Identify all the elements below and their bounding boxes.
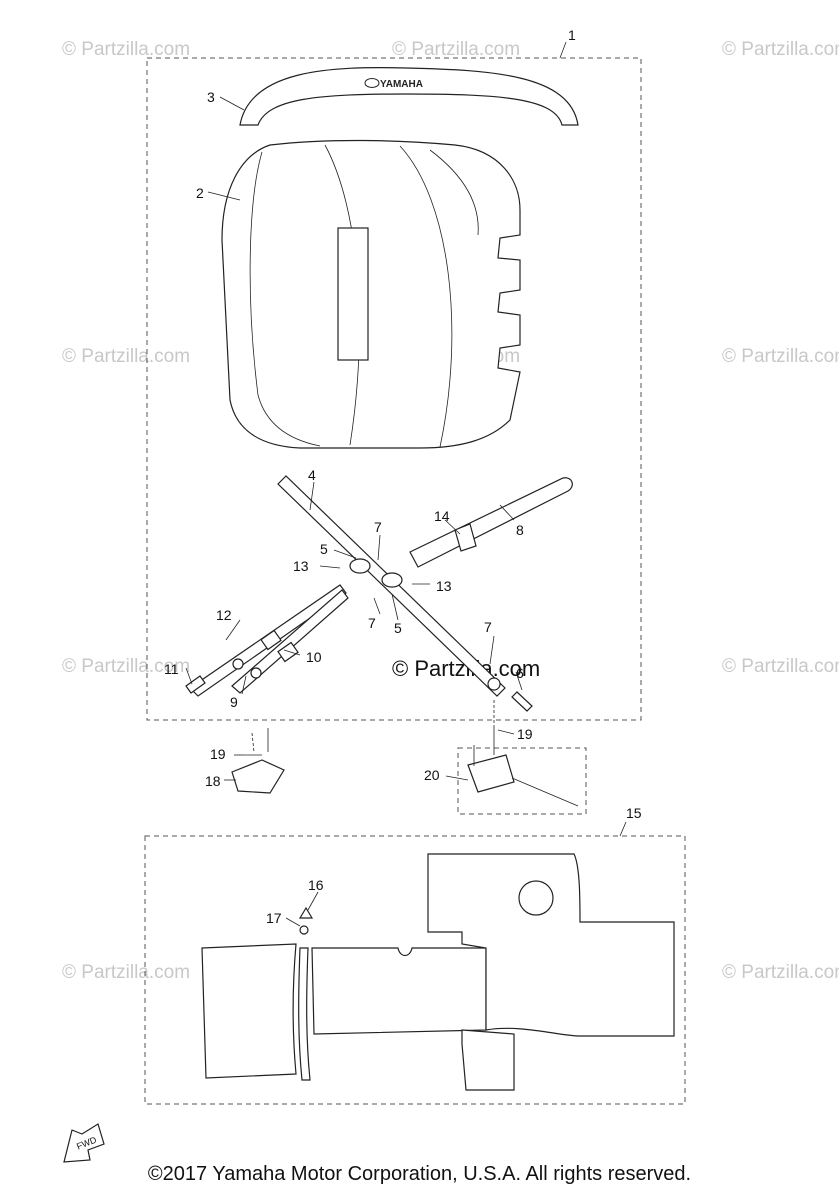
callout-11: 11 <box>164 661 179 677</box>
watermark-text: © Partzilla.com <box>722 656 839 677</box>
callout-5a: 5 <box>320 541 328 557</box>
watermark-text: © Partzilla.com <box>62 346 190 367</box>
callout-7c: 7 <box>484 619 492 635</box>
callout-3: 3 <box>207 89 215 105</box>
watermark-text: © Partzilla.com <box>722 962 839 983</box>
callout-12: 12 <box>216 607 232 623</box>
callout-7b: 7 <box>368 615 376 631</box>
callout-10: 10 <box>306 649 322 665</box>
callout-5b: 5 <box>394 620 402 636</box>
callout-13b: 13 <box>436 578 452 594</box>
yamaha-logo-icon <box>364 78 380 88</box>
part-bracket-18 <box>231 759 285 794</box>
leader-lines <box>185 41 627 927</box>
assembly-box-15 <box>144 835 686 1105</box>
part-cover-bars <box>185 475 573 712</box>
callout-19b: 19 <box>517 726 533 742</box>
callout-13a: 13 <box>293 558 309 574</box>
brand-text: YAMAHA <box>380 79 423 90</box>
fwd-arrow-icon: FWD <box>63 1123 105 1163</box>
callout-19a: 19 <box>210 746 226 762</box>
callout-17: 17 <box>266 910 282 926</box>
callout-16: 16 <box>308 877 324 893</box>
part-mats-15 <box>201 853 675 1091</box>
part-latch-20 <box>467 728 579 807</box>
watermark-text: © Partzilla.com <box>62 39 190 60</box>
callout-18: 18 <box>205 773 221 789</box>
part-seat <box>221 139 521 449</box>
callout-1: 1 <box>568 27 576 43</box>
callout-6: 6 <box>516 665 524 681</box>
watermark-text: © Partzilla.com <box>722 346 839 367</box>
assembly-box-1 <box>146 57 642 721</box>
callout-4: 4 <box>308 467 316 483</box>
copyright-notice: ©2017 Yamaha Motor Corporation, U.S.A. A… <box>147 1163 692 1185</box>
callout-9: 9 <box>230 694 238 710</box>
watermark-text: © Partzilla.com <box>722 39 839 60</box>
watermark-text: © Partzilla.com <box>62 962 190 983</box>
callout-2: 2 <box>196 185 204 201</box>
callout-8: 8 <box>516 522 524 538</box>
watermark-text: © Partzilla.com <box>392 39 520 60</box>
callout-15: 15 <box>626 805 642 821</box>
part-grab-handle: YAMAHA <box>239 67 579 126</box>
callout-20: 20 <box>424 767 440 783</box>
watermark-text: © Partzilla.com <box>62 656 190 677</box>
assembly-box-20 <box>457 747 587 815</box>
callout-7a: 7 <box>374 519 382 535</box>
callout-14: 14 <box>434 508 450 524</box>
callout-numbers: 1 2 3 4 5 5 6 7 7 7 8 9 10 11 12 13 13 1… <box>164 27 642 926</box>
